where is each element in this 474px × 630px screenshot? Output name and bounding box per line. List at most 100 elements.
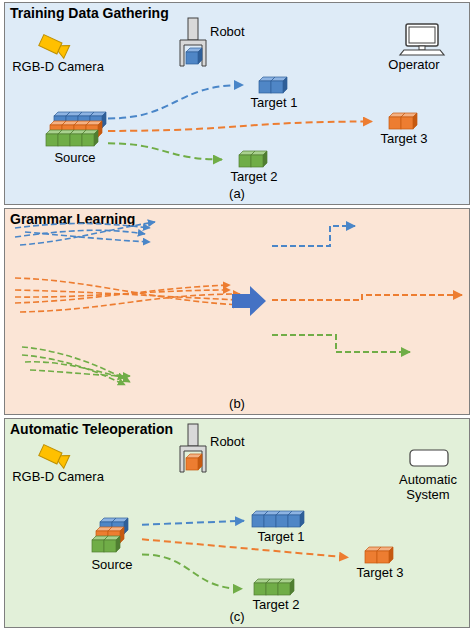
cubes-icon bbox=[350, 546, 410, 564]
cube-front bbox=[264, 515, 276, 527]
panel-title: Automatic Teleoperation bbox=[10, 421, 173, 437]
dashed-connector bbox=[142, 539, 348, 557]
cube-front bbox=[251, 155, 263, 167]
edge-layer bbox=[108, 85, 372, 589]
cube-front bbox=[82, 134, 94, 146]
cube-front bbox=[389, 117, 401, 129]
demo-trajectory bbox=[15, 230, 145, 237]
node-label: Operator bbox=[376, 57, 452, 72]
cube-front bbox=[46, 134, 58, 146]
node-label: Target 1 bbox=[246, 529, 316, 544]
cubes-icon bbox=[224, 150, 284, 168]
monitor-screen bbox=[409, 27, 435, 43]
cube-front bbox=[239, 155, 251, 167]
demo-trajectory bbox=[15, 278, 240, 305]
cube-front bbox=[254, 583, 266, 595]
demo-trajectory bbox=[15, 224, 150, 229]
robot-gripper bbox=[180, 40, 206, 66]
robot-icon bbox=[178, 18, 208, 70]
panel-band: Automatic Teleoperation (c) RGB-D Camera Ro… bbox=[4, 418, 470, 628]
demo-trajectory bbox=[15, 290, 230, 297]
figure-node: Target 2 bbox=[224, 150, 284, 188]
cube-side bbox=[198, 48, 202, 64]
cube-side bbox=[124, 518, 128, 534]
figure-node: Robot bbox=[178, 424, 250, 478]
cube-side bbox=[116, 536, 120, 552]
cube-front bbox=[276, 515, 288, 527]
keyboard bbox=[400, 50, 444, 55]
camera-icon bbox=[38, 36, 78, 60]
panel-band: Training Data Gathering(a)RGB-D CameraRo… bbox=[4, 2, 470, 205]
cube-side bbox=[198, 454, 202, 470]
node-label: Robot bbox=[210, 434, 250, 449]
figure-node: Source bbox=[82, 518, 142, 574]
node-label: Source bbox=[42, 150, 108, 165]
node-label: Automatic System bbox=[392, 472, 464, 502]
demo-trajectory bbox=[25, 232, 150, 242]
node-label: Target 3 bbox=[350, 565, 410, 580]
cube-front bbox=[271, 81, 283, 93]
node-label: Target 2 bbox=[244, 597, 308, 612]
dashed-connector bbox=[142, 521, 244, 525]
demo-trajectory bbox=[22, 347, 130, 382]
figure-node: RGB-D Camera bbox=[10, 446, 106, 486]
monitor-icon bbox=[400, 24, 444, 56]
figure-node: Target 2 bbox=[244, 578, 308, 614]
cube-front bbox=[104, 540, 116, 552]
figure-node: Automatic System bbox=[392, 446, 464, 506]
cube-front bbox=[377, 551, 389, 563]
cube-front bbox=[92, 540, 104, 552]
panel-caption: (a) bbox=[5, 186, 469, 201]
cube-front bbox=[252, 515, 264, 527]
cubes-icon bbox=[245, 76, 303, 94]
cube-side bbox=[263, 151, 267, 167]
figure-node: Target 3 bbox=[350, 546, 410, 584]
panel-title: Grammar Learning bbox=[10, 211, 135, 227]
system-box bbox=[410, 450, 448, 466]
autobox-icon bbox=[406, 446, 452, 470]
cube-front bbox=[259, 81, 271, 93]
cubes-icon bbox=[82, 518, 142, 554]
process-arrow bbox=[232, 286, 266, 316]
robot-arm bbox=[188, 424, 198, 446]
dashed-connector bbox=[108, 143, 222, 159]
cube-front bbox=[288, 515, 300, 527]
camera-body bbox=[38, 444, 69, 469]
demo-trajectory bbox=[15, 290, 240, 300]
figure-node: Source bbox=[42, 112, 108, 166]
node-label: Source bbox=[82, 557, 142, 572]
node-label: Target 2 bbox=[224, 169, 284, 184]
demo-trajectory bbox=[30, 370, 130, 376]
demo-trajectory bbox=[22, 355, 125, 385]
cube-front bbox=[58, 134, 70, 146]
demo-trajectory bbox=[20, 222, 155, 245]
demo-trajectory bbox=[25, 362, 125, 378]
cubes-icon bbox=[374, 112, 434, 130]
robot-arm bbox=[188, 18, 198, 40]
learned-trajectory bbox=[272, 335, 410, 352]
dashed-connector bbox=[108, 85, 243, 118]
camera-body bbox=[38, 34, 69, 59]
cube-side bbox=[413, 113, 417, 129]
cube-front bbox=[266, 583, 278, 595]
demo-trajectory bbox=[15, 285, 230, 303]
cube-front bbox=[401, 117, 413, 129]
panel-caption: (c) bbox=[5, 609, 469, 624]
robot-icon bbox=[178, 424, 208, 476]
panel-caption: (b) bbox=[5, 396, 469, 411]
figure-node: RGB-D Camera bbox=[10, 36, 106, 76]
cube-front bbox=[365, 551, 377, 563]
cube-side bbox=[389, 547, 393, 563]
cube-front bbox=[186, 52, 198, 64]
cube-front bbox=[70, 134, 82, 146]
cube-side bbox=[102, 112, 106, 128]
demo-trajectory bbox=[20, 294, 240, 312]
cube-front bbox=[186, 458, 198, 470]
cubes-icon bbox=[246, 510, 316, 528]
cube-side bbox=[120, 527, 124, 543]
monitor-frame bbox=[406, 24, 438, 46]
dashed-connector bbox=[108, 122, 372, 131]
cubes-icon bbox=[42, 112, 108, 148]
camera-icon bbox=[38, 446, 78, 470]
